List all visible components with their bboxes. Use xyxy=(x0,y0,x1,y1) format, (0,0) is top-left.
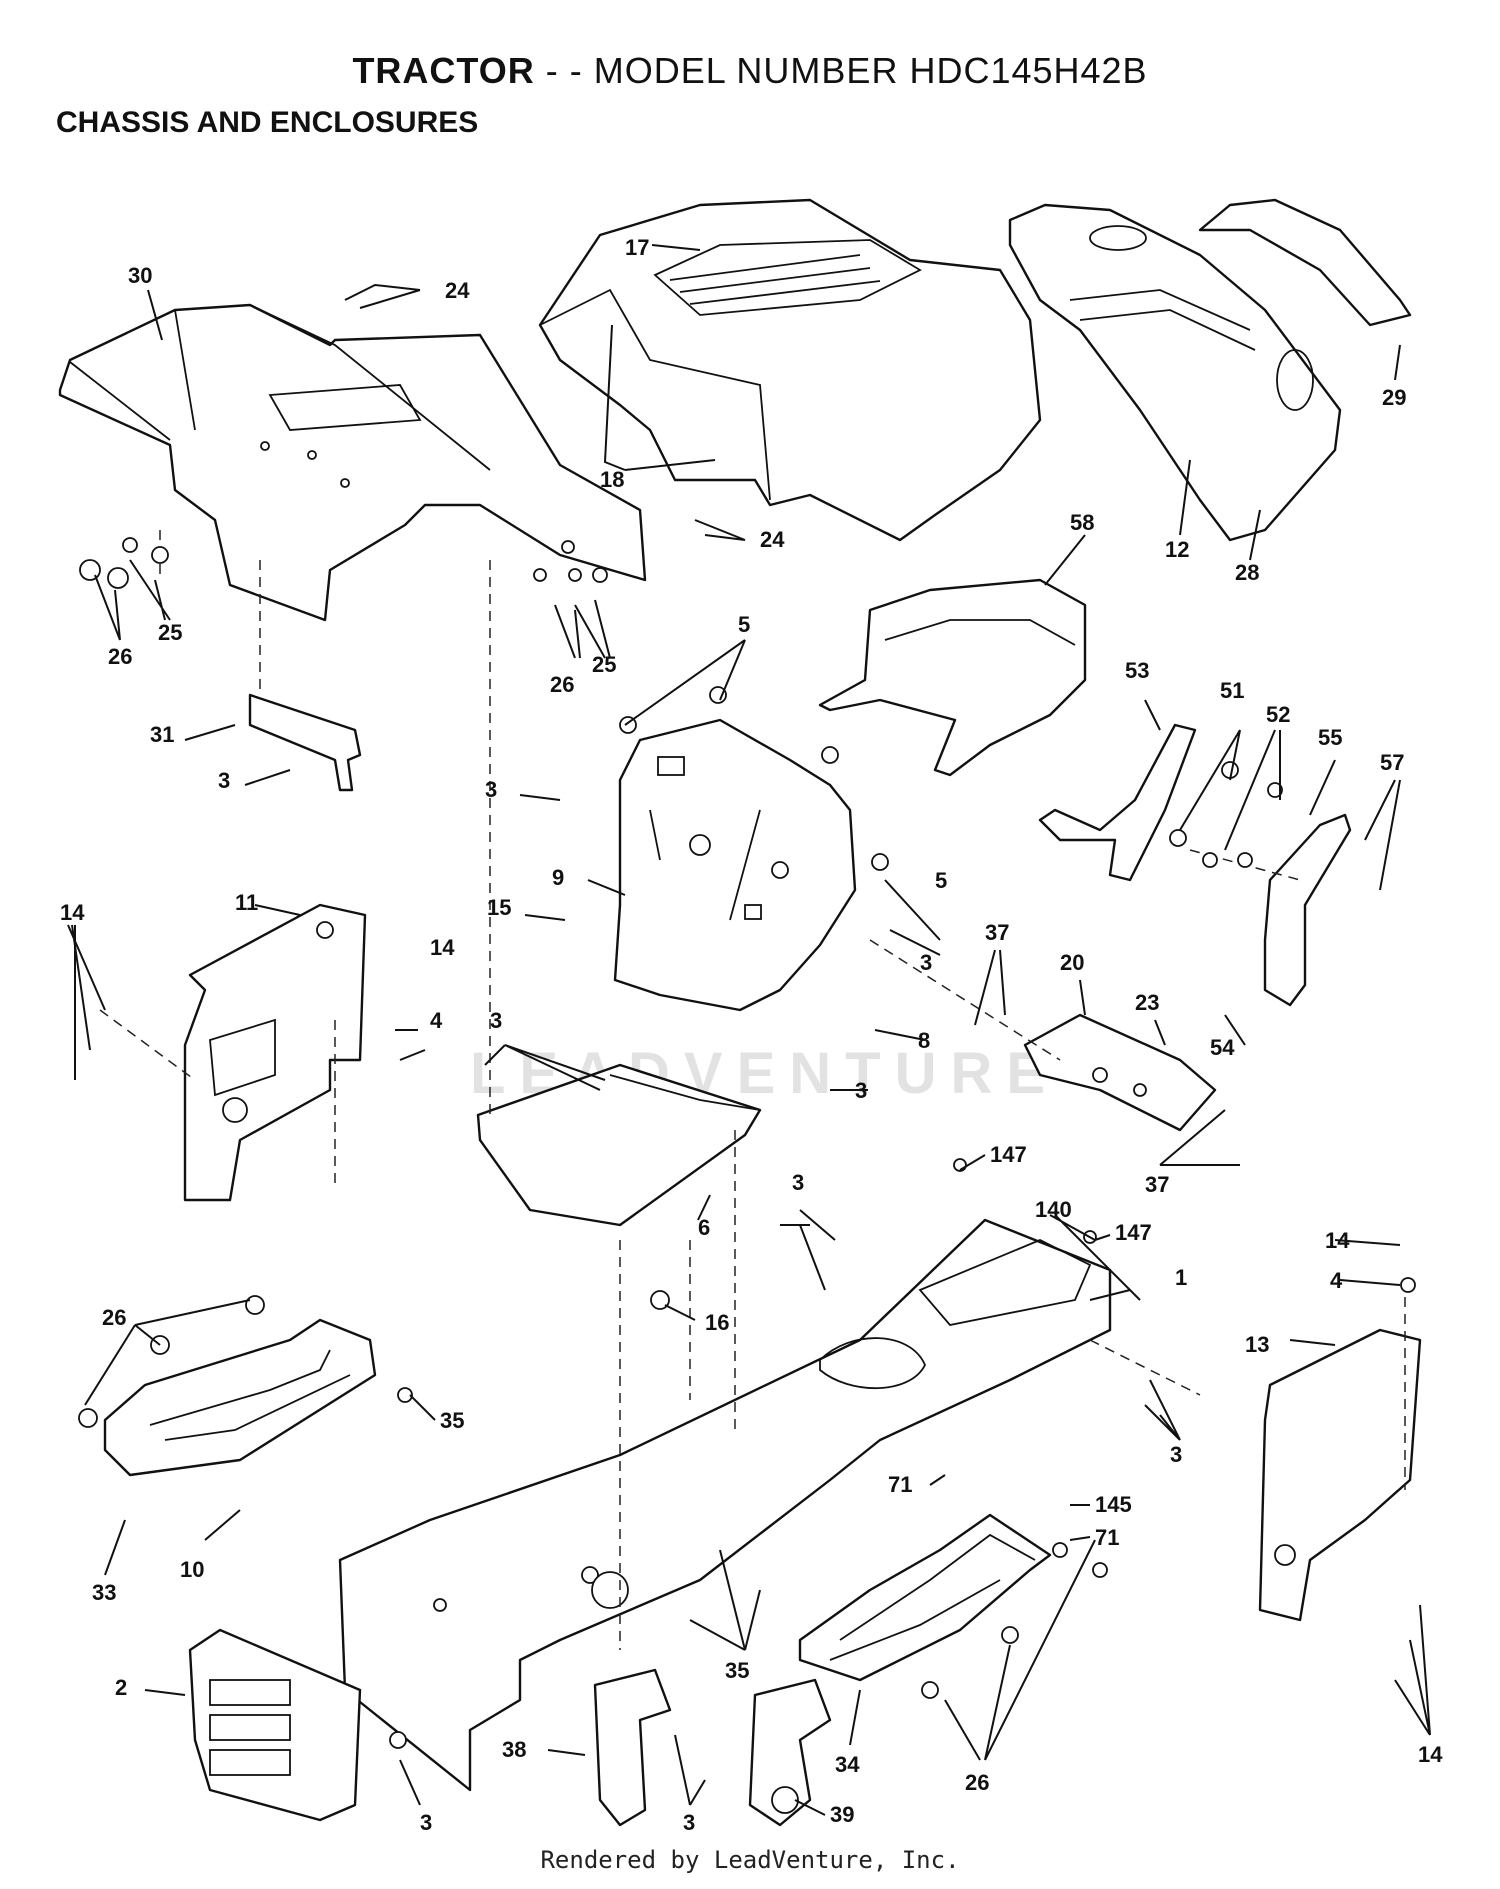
callout-37: 37 xyxy=(1145,1172,1169,1197)
callout-53: 53 xyxy=(1125,658,1149,683)
footer-credit: Rendered by LeadVenture, Inc. xyxy=(540,1846,960,1874)
callout-18: 18 xyxy=(600,467,624,492)
callout-15: 15 xyxy=(487,895,511,920)
dash-panel xyxy=(613,718,857,1012)
callout-39: 39 xyxy=(830,1802,854,1827)
right-side-panel xyxy=(1258,1328,1422,1622)
callout-37: 37 xyxy=(985,920,1009,945)
callout-26: 26 xyxy=(965,1770,989,1795)
right-footrest xyxy=(798,1513,1052,1682)
grille-trim xyxy=(1198,198,1412,327)
callout-147: 147 xyxy=(1115,1220,1152,1245)
front-bracket xyxy=(188,1628,362,1822)
callout-3: 3 xyxy=(792,1170,804,1195)
left-footrest xyxy=(103,1318,377,1477)
callout-28: 28 xyxy=(1235,560,1259,585)
dash-plate xyxy=(476,1063,762,1227)
callout-57: 57 xyxy=(1380,750,1404,775)
callout-14: 14 xyxy=(430,935,455,960)
callout-71: 71 xyxy=(888,1472,912,1497)
callout-labels: 17 30 24 29 18 24 12 28 58 25 26 25 26 5… xyxy=(60,235,1443,1835)
callout-33: 33 xyxy=(92,1580,116,1605)
callout-26: 26 xyxy=(102,1305,126,1330)
callout-34: 34 xyxy=(835,1752,860,1777)
callout-17: 17 xyxy=(625,235,649,260)
callout-3: 3 xyxy=(218,768,230,793)
callout-9: 9 xyxy=(552,865,564,890)
callout-16: 16 xyxy=(705,1310,729,1335)
callout-71: 71 xyxy=(1095,1525,1119,1550)
callout-1: 1 xyxy=(1175,1265,1187,1290)
callout-20: 20 xyxy=(1060,950,1084,975)
page-title: TRACTOR - - MODEL NUMBER HDC145H42B xyxy=(0,50,1500,92)
callout-35: 35 xyxy=(725,1658,749,1683)
callout-10: 10 xyxy=(180,1557,204,1582)
callout-30: 30 xyxy=(128,263,152,288)
bracket-31 xyxy=(248,693,362,792)
callout-147: 147 xyxy=(990,1142,1027,1167)
callout-55: 55 xyxy=(1318,725,1342,750)
callout-2: 2 xyxy=(115,1675,127,1700)
callout-3: 3 xyxy=(1170,1442,1182,1467)
callout-3: 3 xyxy=(683,1810,695,1835)
callout-6: 6 xyxy=(698,1215,710,1240)
callout-14: 14 xyxy=(60,900,85,925)
callout-35: 35 xyxy=(440,1408,464,1433)
callout-26: 26 xyxy=(550,672,574,697)
callout-3: 3 xyxy=(490,1008,502,1033)
bracket-38 xyxy=(593,1668,672,1827)
fasteners xyxy=(78,537,1416,1749)
bracket-55 xyxy=(1263,813,1352,1007)
callout-3: 3 xyxy=(485,777,497,802)
callout-25: 25 xyxy=(592,652,616,677)
callout-4: 4 xyxy=(430,1008,443,1033)
column-cover xyxy=(818,578,1087,777)
title-model-number: - - MODEL NUMBER HDC145H42B xyxy=(534,50,1148,91)
callout-14: 14 xyxy=(1325,1228,1350,1253)
title-tractor: TRACTOR xyxy=(352,50,535,91)
callout-58: 58 xyxy=(1070,510,1094,535)
callout-38: 38 xyxy=(502,1737,526,1762)
main-frame xyxy=(338,1218,1112,1792)
callout-23: 23 xyxy=(1135,990,1159,1015)
callout-24: 24 xyxy=(445,278,470,303)
callout-14: 14 xyxy=(1418,1742,1443,1767)
left-side-panel xyxy=(183,903,367,1202)
callout-4: 4 xyxy=(1330,1268,1343,1293)
callout-5: 5 xyxy=(738,612,750,637)
callout-145: 145 xyxy=(1095,1492,1132,1517)
rear-fender xyxy=(58,303,647,622)
mount-plate-20 xyxy=(1023,1013,1217,1132)
callout-13: 13 xyxy=(1245,1332,1269,1357)
callout-54: 54 xyxy=(1210,1035,1235,1060)
callout-51: 51 xyxy=(1220,678,1244,703)
grille xyxy=(1008,203,1342,542)
callout-31: 31 xyxy=(150,722,174,747)
callout-3: 3 xyxy=(855,1078,867,1103)
callout-25: 25 xyxy=(158,620,182,645)
hood xyxy=(538,198,1042,542)
callout-12: 12 xyxy=(1165,537,1189,562)
callout-29: 29 xyxy=(1382,385,1406,410)
bracket-53 xyxy=(1038,723,1197,882)
bracket-39 xyxy=(748,1678,832,1827)
callout-5: 5 xyxy=(935,868,947,893)
callout-140: 140 xyxy=(1035,1197,1072,1222)
callout-52: 52 xyxy=(1266,702,1290,727)
callout-8: 8 xyxy=(918,1028,930,1053)
section-title: CHASSIS AND ENCLOSURES xyxy=(56,106,479,139)
callout-3: 3 xyxy=(920,950,932,975)
callout-24: 24 xyxy=(760,527,785,552)
callout-3: 3 xyxy=(420,1810,432,1835)
callout-11: 11 xyxy=(235,890,258,915)
callout-26: 26 xyxy=(108,644,132,669)
leader-lines xyxy=(67,244,1431,1816)
